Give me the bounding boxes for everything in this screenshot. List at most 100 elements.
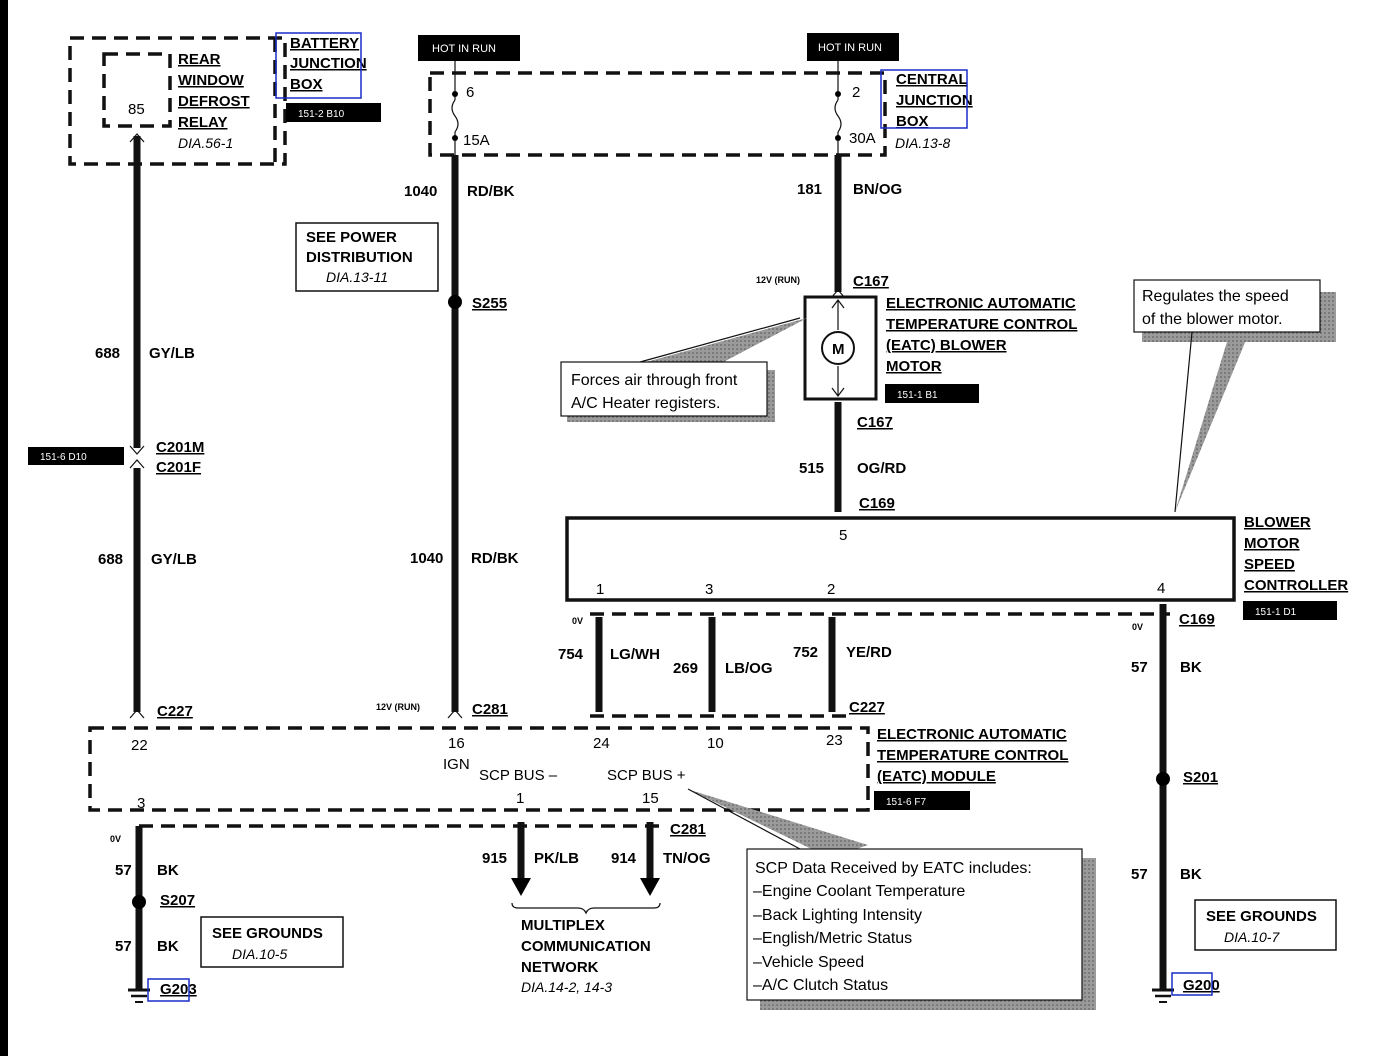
note-forces-air: Forces air through front A/C Heater regi… [560, 317, 807, 422]
battery-junction-box: 85 REAR WINDOW DEFROST RELAY DIA.56-1 BA… [68, 32, 381, 166]
scp-note-item-4: –Vehicle Speed [753, 954, 864, 971]
module-name-1: ELECTRONIC AUTOMATIC [877, 726, 1067, 743]
hot-in-run-left: HOT IN RUN [432, 43, 496, 55]
wire-688-top-num: 688 [95, 345, 120, 362]
motor-ref-tag: 151-1 B1 [897, 390, 938, 401]
wire-688: 688 GY/LB C201M C201F 151-6 D10 688 GY/L… [28, 133, 204, 720]
relay-pin-85: 85 [128, 101, 145, 118]
wire-515-num: 515 [799, 460, 824, 477]
module-name-3: (EATC) MODULE [877, 768, 996, 785]
note-regulates: Regulates the speed of the blower motor. [1133, 279, 1336, 513]
controller-pin-2: 2 [827, 581, 835, 598]
conn-c201m: C201M [156, 439, 204, 456]
module-pin-23: 23 [826, 732, 843, 749]
conn-c281-bus: C281 [670, 821, 706, 838]
splice-s201: S201 [1183, 769, 1218, 786]
wire-688-bottom-num: 688 [98, 551, 123, 568]
relay-name-3: DEFROST [178, 93, 250, 110]
bjb-ref-tag: 151-2 B10 [298, 109, 345, 120]
motor-symbol [821, 331, 855, 365]
wire-1040-bottom-num: 1040 [410, 550, 443, 567]
motor-name-3: (EATC) BLOWER [886, 337, 1007, 354]
multiplex-network: MULTIPLEX COMMUNICATION NETWORK DIA.14-2… [521, 917, 651, 995]
controller-name-4: CONTROLLER [1244, 577, 1348, 594]
module-pin-15: 15 [642, 790, 659, 807]
wire-57-right-top-color: BK [1180, 659, 1202, 676]
ground-g200: G200 [1183, 977, 1220, 994]
wire-754-num: 754 [558, 646, 584, 663]
see-grounds-right: SEE GROUNDS DIA.10-7 [1194, 899, 1337, 951]
conn-c169-top: C169 [859, 495, 895, 512]
wire-515-color: OG/RD [857, 460, 906, 477]
volt-0v-mid: 0V [572, 616, 583, 626]
scp-bus-wires: 915 PK/LB 914 TN/OG C281 [482, 821, 711, 915]
wire-57-right-bottom-color: BK [1180, 866, 1202, 883]
module-pin-22: 22 [131, 737, 148, 754]
relay-name-2: WINDOW [178, 72, 245, 89]
scp-note-title: SCP Data Received by EATC includes: [755, 860, 1032, 877]
controller-name-1: BLOWER [1244, 514, 1311, 531]
cjb-fuse-30a: 30A [849, 130, 876, 147]
scp-note-item-3: –English/Metric Status [753, 930, 912, 947]
grounds-left-label: SEE GROUNDS [212, 925, 323, 942]
cjb-name-3: BOX [896, 113, 929, 130]
volt-0v-right: 0V [1132, 622, 1143, 632]
controller-name-2: MOTOR [1244, 535, 1300, 552]
splice-s207-dot [132, 895, 146, 909]
hot-in-run-right: HOT IN RUN [818, 42, 882, 54]
bjb-name-3: BOX [290, 76, 323, 93]
grounds-right-label: SEE GROUNDS [1206, 908, 1317, 925]
conn-c227-left: C227 [157, 703, 193, 720]
wire-57-left-bottom-num: 57 [115, 938, 132, 955]
network-dia: DIA.14-2, 14-3 [521, 979, 612, 995]
wire-57-right: 0V C169 57 BK S201 57 BK G200 [1131, 604, 1220, 1003]
motor-voltage: 12V (RUN) [756, 275, 800, 285]
conn-c169-right: C169 [1179, 611, 1215, 628]
controller-name-3: SPEED [1244, 556, 1295, 573]
bjb-name-2: JUNCTION [290, 55, 367, 72]
wire-515: C167 515 OG/RD C169 [799, 402, 906, 512]
wire-57-left-top-color: BK [157, 862, 179, 879]
wire-688-bottom-color: GY/LB [151, 551, 197, 568]
scp-data-note: SCP Data Received by EATC includes: –Eng… [687, 788, 1096, 1010]
wire-57-left-top-num: 57 [115, 862, 132, 879]
controller-pin-4: 4 [1157, 580, 1165, 597]
wire-57-right-bottom-num: 57 [1131, 866, 1148, 883]
controller-pin-5: 5 [839, 527, 847, 544]
scp-note-item-5: –A/C Clutch Status [753, 977, 888, 994]
module-pin-16: 16 [448, 735, 465, 752]
relay-dia: DIA.56-1 [178, 135, 233, 151]
see-grounds-left: SEE GROUNDS DIA.10-5 [200, 916, 344, 968]
network-name-1: MULTIPLEX [521, 917, 605, 934]
relay-name-4: RELAY [178, 114, 227, 131]
controller-pin-3: 3 [705, 581, 713, 598]
note-regulates-2: of the blower motor. [1142, 311, 1283, 328]
conn-c227-right: C227 [849, 699, 885, 716]
bjb-name-1: BATTERY [290, 35, 359, 52]
network-name-3: NETWORK [521, 959, 599, 976]
splice-s255-dot [448, 295, 462, 309]
motor-name-4: MOTOR [886, 358, 942, 375]
wire-752-num: 752 [793, 644, 818, 661]
wire-181-num: 181 [797, 181, 822, 198]
conn-c201-ref: 151-6 D10 [40, 452, 87, 463]
grounds-left-dia: DIA.10-5 [232, 946, 287, 962]
relay-name-1: REAR [178, 51, 221, 68]
note-forces-air-1: Forces air through front [571, 372, 738, 389]
cjb-pin-2: 2 [852, 84, 860, 101]
wire-752-color: YE/RD [846, 644, 892, 661]
cjb-fuse-15a: 15A [463, 132, 490, 149]
module-pin-3: 3 [137, 795, 145, 812]
scp-note-item-2: –Back Lighting Intensity [753, 907, 922, 924]
wire-57-left-bottom-color: BK [157, 938, 179, 955]
c281-voltage: 12V (RUN) [376, 702, 420, 712]
wire-1040-top-num: 1040 [404, 183, 437, 200]
wire-914-num: 914 [611, 850, 637, 867]
network-name-2: COMMUNICATION [521, 938, 651, 955]
page-left-edge [0, 0, 8, 1056]
motor-symbol-label: M [832, 341, 845, 358]
power-dist-line-1: SEE POWER [306, 229, 397, 246]
module-scp-plus: SCP BUS + [607, 767, 686, 784]
module-pin-10: 10 [707, 735, 724, 752]
